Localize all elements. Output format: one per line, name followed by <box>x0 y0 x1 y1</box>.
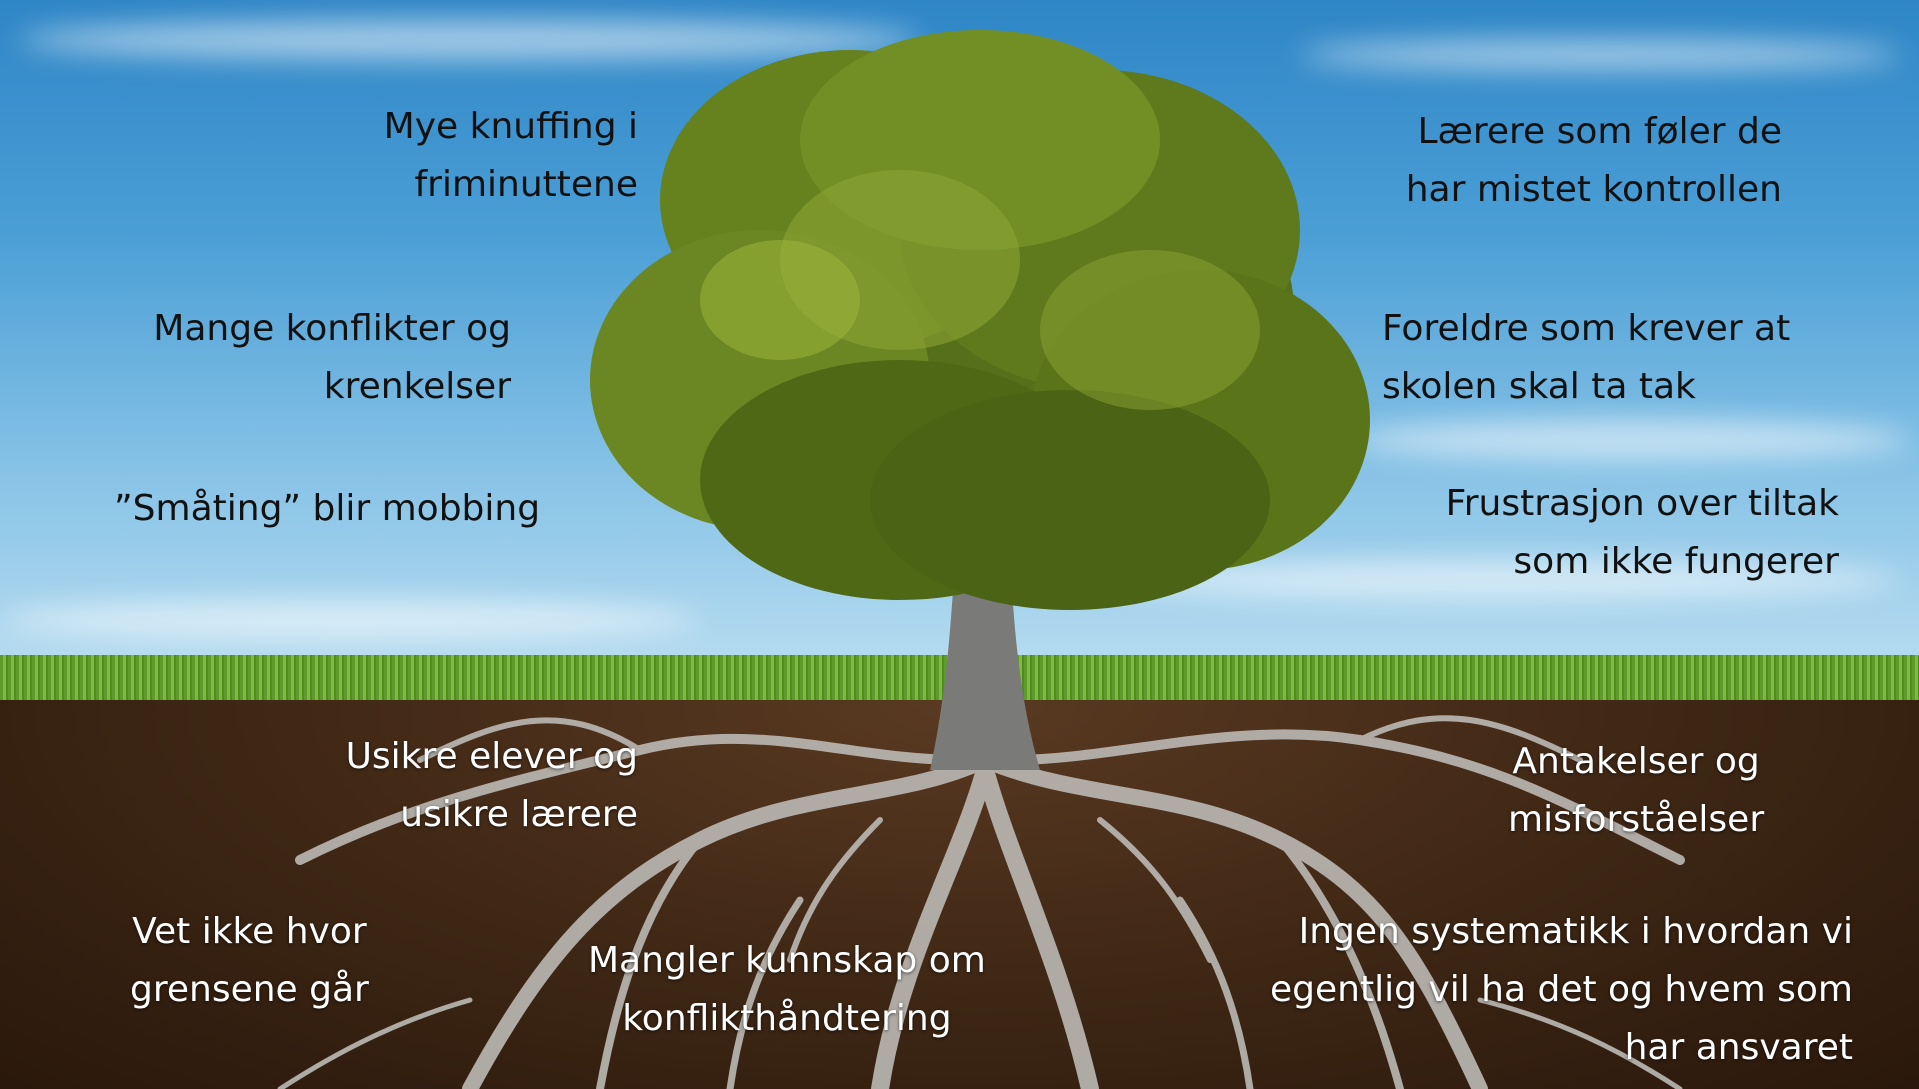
label-line: egentlig vil ha det og hvem som <box>1270 961 1853 1019</box>
label-vet-ikke-grenser: Vet ikke hvor grensene går <box>130 903 369 1019</box>
label-line: Mange konflikter og <box>153 300 511 358</box>
tree-foliage <box>590 30 1370 610</box>
label-ingen-systematikk: Ingen systematikk i hvordan vi egentlig … <box>1270 903 1853 1077</box>
label-smating-blir-mobbing: ”Småting” blir mobbing <box>114 480 540 538</box>
label-line: som ikke fungerer <box>1446 533 1839 591</box>
label-antakelser: Antakelser og misforståelser <box>1508 733 1764 849</box>
label-laerere-mistet-kontroll: Lærere som føler de har mistet kontrolle… <box>1406 103 1782 219</box>
label-line: friminuttene <box>384 156 638 214</box>
label-line: skolen skal ta tak <box>1382 358 1790 416</box>
label-line: grensene går <box>130 961 369 1019</box>
label-line: Mye knuffing i <box>384 98 638 156</box>
label-line: har ansvaret <box>1270 1019 1853 1077</box>
label-line: konflikthåndtering <box>588 990 986 1048</box>
label-line: usikre lærere <box>346 786 638 844</box>
label-line: Foreldre som krever at <box>1382 300 1790 358</box>
label-line: har mistet kontrollen <box>1406 161 1782 219</box>
label-line: ”Småting” blir mobbing <box>114 480 540 538</box>
label-line: Vet ikke hvor <box>130 903 369 961</box>
label-line: Mangler kunnskap om <box>588 932 986 990</box>
label-mangler-kunnskap: Mangler kunnskap om konflikthåndtering <box>588 932 986 1048</box>
label-line: Frustrasjon over tiltak <box>1446 475 1839 533</box>
label-usikre-elever: Usikre elever og usikre lærere <box>346 728 638 844</box>
label-line: krenkelser <box>153 358 511 416</box>
label-line: misforståelser <box>1508 791 1764 849</box>
label-line: Lærere som føler de <box>1406 103 1782 161</box>
label-mange-konflikter: Mange konflikter og krenkelser <box>153 300 511 416</box>
label-foreldre-krever: Foreldre som krever at skolen skal ta ta… <box>1382 300 1790 416</box>
label-line: Antakelser og <box>1508 733 1764 791</box>
label-line: Ingen systematikk i hvordan vi <box>1270 903 1853 961</box>
label-line: Usikre elever og <box>346 728 638 786</box>
label-mye-knuffing: Mye knuffing i friminuttene <box>384 98 638 214</box>
label-frustrasjon-tiltak: Frustrasjon over tiltak som ikke fungere… <box>1446 475 1839 591</box>
